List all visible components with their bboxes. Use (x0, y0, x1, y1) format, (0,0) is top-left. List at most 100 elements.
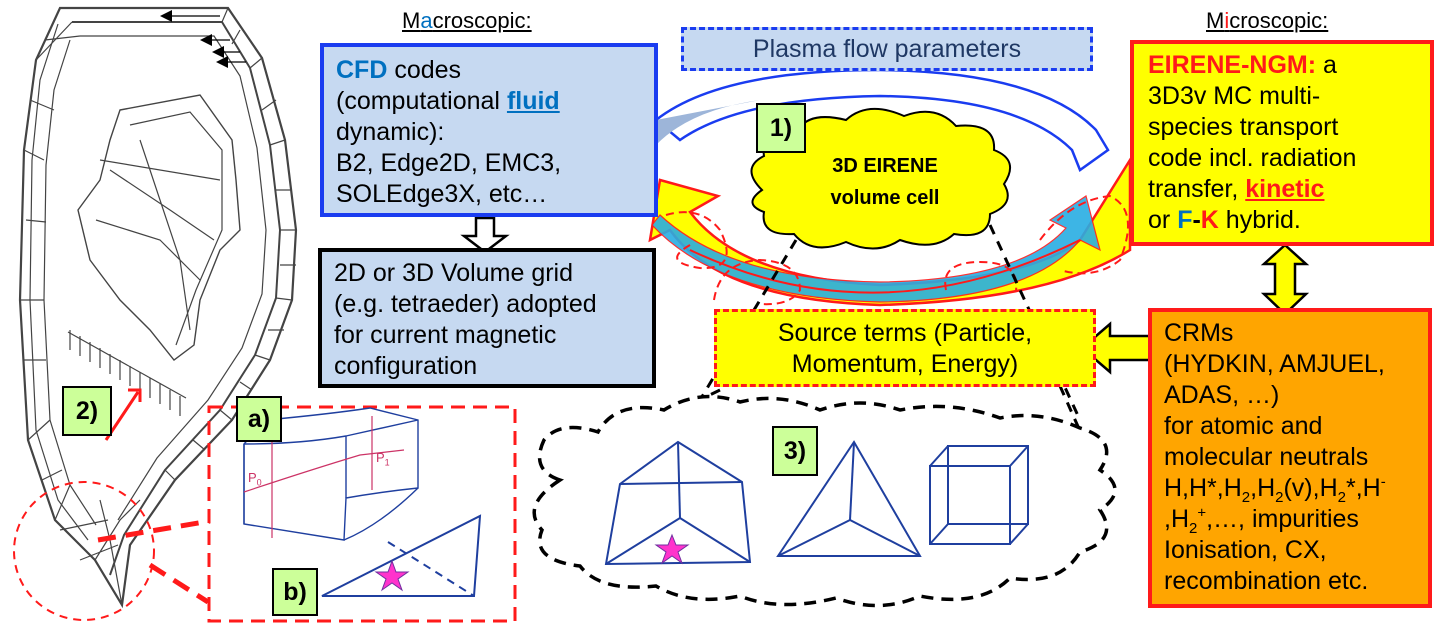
heading-accent: i (1224, 8, 1230, 33)
p-sub: 0 (256, 477, 262, 488)
species-text: ,…, impurities (1206, 505, 1359, 533)
eirene-text: a (1316, 51, 1337, 79)
eirene-crm-double-arrow (1260, 243, 1310, 316)
f-keyword: F (1177, 206, 1193, 234)
crm-line-9: recombination etc. (1164, 567, 1369, 595)
source-terms-box: Source terms (Particle, Momentum, Energy… (714, 309, 1096, 387)
crm-line-6: H,H*,H2,H2(v),H2*,H- (1164, 473, 1428, 506)
kinetic-keyword: kinetic (1245, 175, 1325, 203)
eirene-ngm-box: EIRENE-NGM: a 3D3v MC multi- species tra… (1130, 40, 1434, 246)
heading-text: croscopic: (432, 8, 532, 33)
plasma-flow-parameters-box: Plasma flow parameters (681, 27, 1093, 71)
heading-text: M (402, 8, 421, 33)
p-letter: P (376, 450, 385, 465)
species-text: H,H*,H (1164, 474, 1242, 502)
species-text: *,H (1345, 474, 1381, 502)
volume-grid-box: 2D or 3D Volume grid (e.g. tetraeder) ad… (318, 248, 656, 388)
cfd-keyword: CFD (336, 56, 388, 84)
grid-line-1: 2D or 3D Volume grid (334, 259, 574, 287)
cfd-line-5: SOLEdge3X, etc… (336, 180, 548, 208)
plasma-flow-parameters-label: Plasma flow parameters (752, 35, 1022, 63)
p-sub: 1 (384, 457, 390, 468)
eirene-volume-cell-label: 3D EIRENE volume cell (790, 150, 980, 214)
source-line-1: Source terms (Particle, (777, 319, 1033, 347)
star-icon (374, 559, 410, 592)
triangle-sketch (321, 514, 482, 597)
heading-text: croscopic: (1229, 8, 1329, 33)
cfd-text: (computational (336, 87, 507, 115)
crm-line-4: for atomic and (1164, 412, 1323, 440)
source-line-2: Momentum, Energy) (791, 350, 1019, 378)
subscript: 2 (1275, 489, 1284, 506)
fluid-keyword: fluid (506, 87, 560, 115)
heading-text: M (1206, 8, 1225, 33)
crm-box: CRMs (HYDKIN, AMJUEL, ADAS, …) for atomi… (1148, 308, 1432, 608)
eirene-text: hybrid. (1218, 206, 1301, 234)
label-a: a) (236, 396, 282, 442)
tetrahedron-cell (776, 440, 922, 557)
hexahedron-cell-skewed (604, 440, 752, 566)
cfd-codes-box: CFD codes (computational fluid dynamic):… (320, 43, 658, 217)
label-text: a) (247, 405, 271, 433)
subscript: 2 (1189, 520, 1198, 537)
eirene-name: EIRENE-NGM: (1148, 51, 1317, 79)
eirene-line-1: EIRENE-NGM: a (1148, 50, 1430, 81)
crm-to-source-arrow (1080, 321, 1152, 375)
eirene-line-6: or F-K hybrid. (1148, 205, 1430, 236)
eirene-line-4: code incl. radiation (1148, 144, 1357, 172)
crm-line-7: ,H2+,…, impurities (1164, 504, 1428, 537)
star-icon (654, 533, 690, 565)
divertor-zoom-circle (13, 481, 155, 621)
heading-accent: a (420, 8, 433, 33)
label-text: b) (283, 578, 307, 606)
dash: - (1192, 206, 1201, 234)
eirene-line-2: 3D3v MC multi- (1148, 82, 1321, 110)
zoom-connector-lines (97, 518, 211, 605)
cloud-line-2: volume cell (830, 187, 940, 209)
grid-line-4: configuration (334, 352, 478, 380)
eirene-line-5: transfer, kinetic (1148, 174, 1430, 205)
crm-line-3: ADAS, …) (1164, 381, 1280, 409)
species-text: ,H (1250, 474, 1276, 502)
label-step-1: 1) (756, 103, 806, 153)
subscript: 2 (1337, 489, 1346, 506)
macroscopic-heading: Macroscopic: (402, 8, 532, 34)
label-text: 3) (783, 437, 807, 465)
species-text: (v),H (1283, 474, 1338, 502)
curved-cell-field-lines (243, 416, 405, 538)
crm-line-5: molecular neutrals (1164, 443, 1369, 471)
eirene-text: or (1148, 206, 1178, 234)
label-step-3: 3) (772, 426, 818, 476)
cube-cell (929, 445, 1029, 545)
p0-label: P0 (248, 470, 262, 488)
cfd-line-1: CFD codes (336, 55, 654, 86)
cell-types-cloud (532, 394, 1117, 608)
subscript: 2 (1241, 489, 1251, 506)
k-keyword: K (1200, 206, 1219, 234)
tokamak-mesh (18, 6, 298, 609)
grid-line-2: (e.g. tetraeder) adopted (334, 290, 597, 318)
cfd-to-grid-arrow (460, 216, 510, 254)
blue-curved-arrow (654, 68, 1110, 172)
microscopic-heading: Microscopic: (1206, 8, 1328, 34)
p-letter: P (248, 470, 257, 485)
eirene-text: transfer, (1148, 175, 1246, 203)
cfd-line-3: dynamic): (336, 118, 445, 146)
crm-line-8: Ionisation, CX, (1164, 536, 1327, 564)
label-b: b) (272, 568, 318, 616)
inset-box (207, 405, 517, 623)
cloud-line-1: 3D EIRENE (832, 155, 938, 177)
superscript: - (1380, 473, 1386, 491)
cfd-text: codes (387, 56, 462, 84)
cfd-line-4: B2, Edge2D, EMC3, (336, 149, 562, 177)
p1-label: P1 (376, 450, 390, 468)
cfd-line-2: (computational fluid (336, 86, 654, 117)
label-text: 1) (769, 114, 793, 142)
species-text: ,H (1164, 505, 1189, 533)
crm-line-2: (HYDKIN, AMJUEL, (1164, 350, 1385, 378)
label-text: 2) (75, 397, 99, 425)
mesh-boundary-arrows (160, 10, 246, 68)
eirene-line-3: species transport (1148, 113, 1339, 141)
label-step-2: 2) (62, 386, 112, 436)
